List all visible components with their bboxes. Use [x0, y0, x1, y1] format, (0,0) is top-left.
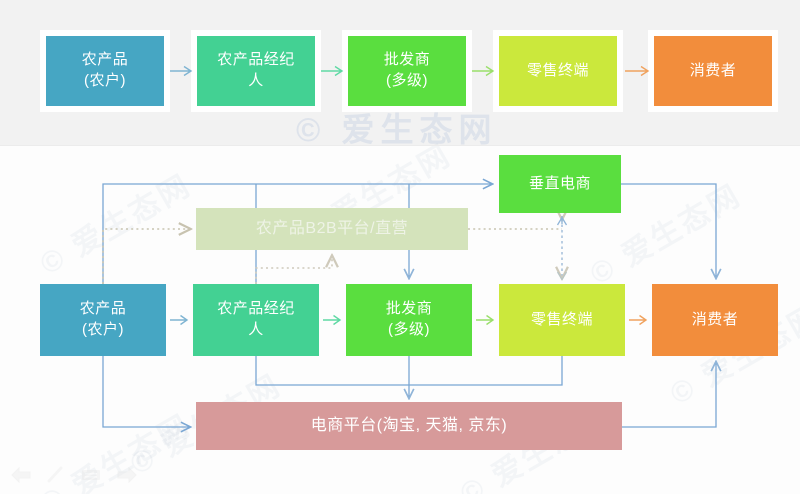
- section-divider: [0, 145, 800, 146]
- bottom-arrow-wholesale-retail: [476, 314, 495, 326]
- bottom-node-retail[interactable]: 零售终端: [499, 284, 625, 356]
- top-node-retail[interactable]: 零售终端: [499, 36, 617, 106]
- node-vertical-ecommerce[interactable]: 垂直电商: [499, 155, 621, 213]
- node-ecommerce-platform[interactable]: 电商平台(淘宝, 天猫, 京东): [196, 402, 622, 450]
- arrow-down-retail: [556, 271, 568, 281]
- edge-broker-to-b2b-dotted: [255, 256, 332, 284]
- bottom-node-broker[interactable]: 农产品经纪 人: [193, 284, 319, 356]
- bottom-node-consumer[interactable]: 消费者: [652, 284, 778, 356]
- arrow-left-icon[interactable]: [10, 466, 32, 489]
- top-node-broker[interactable]: 农产品经纪 人: [197, 36, 315, 106]
- edge-vertical-to-consumer: [621, 183, 716, 278]
- bottom-arrow-broker-wholesale: [323, 314, 342, 326]
- arrow-right-icon[interactable]: [116, 466, 138, 489]
- top-node-wholesale[interactable]: 批发商 (多级): [348, 36, 466, 106]
- bottom-arrow-retail-consumer: [629, 314, 648, 326]
- edge-farm-to-platform: [102, 356, 190, 427]
- edge-retail-down: [409, 356, 563, 386]
- bottom-node-farm[interactable]: 农产品 (农户): [40, 284, 166, 356]
- stack-icon[interactable]: [80, 466, 102, 489]
- bottom-arrow-farm-broker: [170, 314, 189, 326]
- bottom-toolbar: [10, 466, 138, 489]
- edge-broker-down: [255, 356, 409, 386]
- edge-farm-to-b2b-dotted: [102, 229, 190, 284]
- bottom-node-wholesale[interactable]: 批发商 (多级): [346, 284, 472, 356]
- background-watermark: © 爱生态网: [34, 168, 198, 282]
- arrow-up-vertical-ecommerce: [556, 216, 568, 226]
- top-node-consumer[interactable]: 消费者: [654, 36, 772, 106]
- top-node-farm[interactable]: 农产品 (农户): [46, 36, 164, 106]
- pencil-icon[interactable]: [46, 466, 66, 489]
- edge-platform-to-consumer: [622, 362, 716, 428]
- node-b2b-platform[interactable]: 农产品B2B平台/直营: [196, 208, 468, 250]
